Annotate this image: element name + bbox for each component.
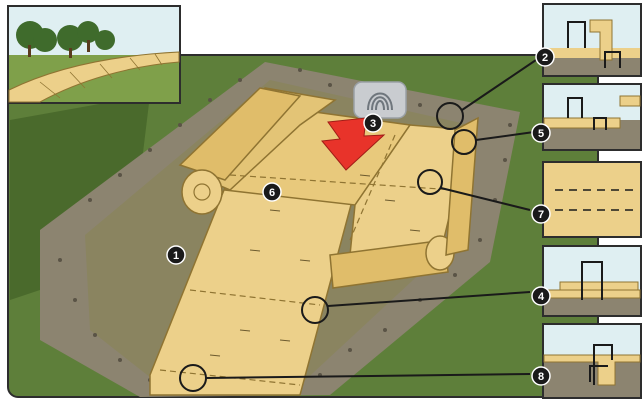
marker-1-label: 1 bbox=[173, 250, 179, 262]
inset-landscape bbox=[7, 5, 181, 104]
callouts bbox=[179, 59, 537, 392]
callout-circle-4 bbox=[301, 296, 329, 324]
marker-8-label: 8 bbox=[538, 371, 544, 383]
callout-circle-5 bbox=[451, 129, 477, 155]
marker-6: 6 bbox=[262, 182, 282, 202]
marker-5-label: 5 bbox=[538, 128, 544, 140]
marker-2: 2 bbox=[535, 47, 555, 67]
roll-bottom-right-body bbox=[329, 239, 449, 289]
leader-line-4 bbox=[327, 291, 531, 307]
marker-4: 4 bbox=[531, 286, 551, 306]
detail-2 bbox=[542, 3, 642, 77]
gravel-texture bbox=[58, 68, 512, 382]
leader-line-2 bbox=[461, 59, 537, 111]
marker-4-label: 4 bbox=[538, 291, 545, 303]
detail-panels bbox=[542, 3, 642, 399]
detail-7 bbox=[542, 161, 642, 238]
detail-4 bbox=[542, 245, 642, 317]
roll-top-left-end bbox=[181, 169, 223, 215]
marker-8: 8 bbox=[531, 366, 551, 386]
leader-line-5 bbox=[475, 131, 535, 141]
mat-strip-lower bbox=[149, 174, 356, 396]
detail-8 bbox=[542, 323, 642, 399]
detail-5 bbox=[542, 83, 642, 151]
mat-texture bbox=[209, 149, 421, 357]
marker-2-label: 2 bbox=[542, 52, 548, 64]
marker-3: 3 bbox=[363, 113, 383, 133]
erosion-mats bbox=[149, 87, 479, 396]
leader-line-7 bbox=[440, 187, 531, 211]
marker-5: 5 bbox=[531, 123, 551, 143]
marker-7-label: 7 bbox=[538, 209, 544, 221]
callout-circle-2 bbox=[436, 102, 464, 130]
leader-line-8 bbox=[205, 373, 531, 379]
marker-1: 1 bbox=[166, 245, 186, 265]
staple-icon bbox=[353, 81, 407, 119]
marker-3-label: 3 bbox=[370, 118, 376, 130]
callout-circle-7 bbox=[417, 169, 443, 195]
marker-6-label: 6 bbox=[269, 187, 275, 199]
marker-7: 7 bbox=[531, 204, 551, 224]
